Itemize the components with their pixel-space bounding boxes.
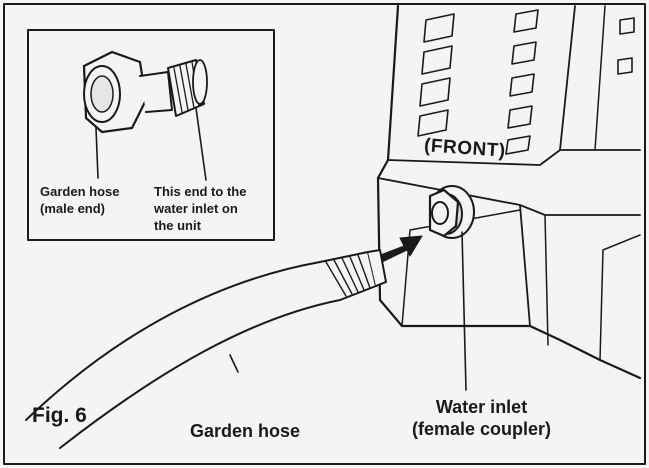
inset-inlet-end-label: This end to the water inlet on the unit (154, 183, 246, 234)
water-inlet-label-line: Water inlet (435, 397, 528, 417)
male-end-label-line: Garden hose (40, 184, 120, 199)
water-inlet-coupler (428, 185, 475, 239)
male-end-label-line: (male end) (40, 201, 106, 216)
garden-hose-leader (229, 354, 239, 373)
inlet-end-label-line: the unit (154, 218, 201, 233)
water-inlet-label: Water inlet (female coupler) (412, 396, 551, 440)
figure-frame (3, 3, 646, 465)
water-inlet-leader (461, 231, 467, 391)
vent-slots (417, 9, 635, 155)
inset-detail (27, 29, 275, 241)
insert-direction-arrow (377, 235, 423, 263)
pressure-washer-unit (376, 4, 642, 380)
water-inlet-label-line: (female coupler) (412, 419, 552, 439)
inlet-end-label-line: water inlet on (154, 201, 238, 216)
inlet-end-label-line: This end to the (154, 184, 247, 199)
inset-male-end-label: Garden hose (male end) (40, 183, 119, 217)
garden-hose-label: Garden hose (190, 421, 301, 441)
garden-hose (25, 249, 387, 449)
figure-label: Fig. 6 (32, 404, 87, 427)
